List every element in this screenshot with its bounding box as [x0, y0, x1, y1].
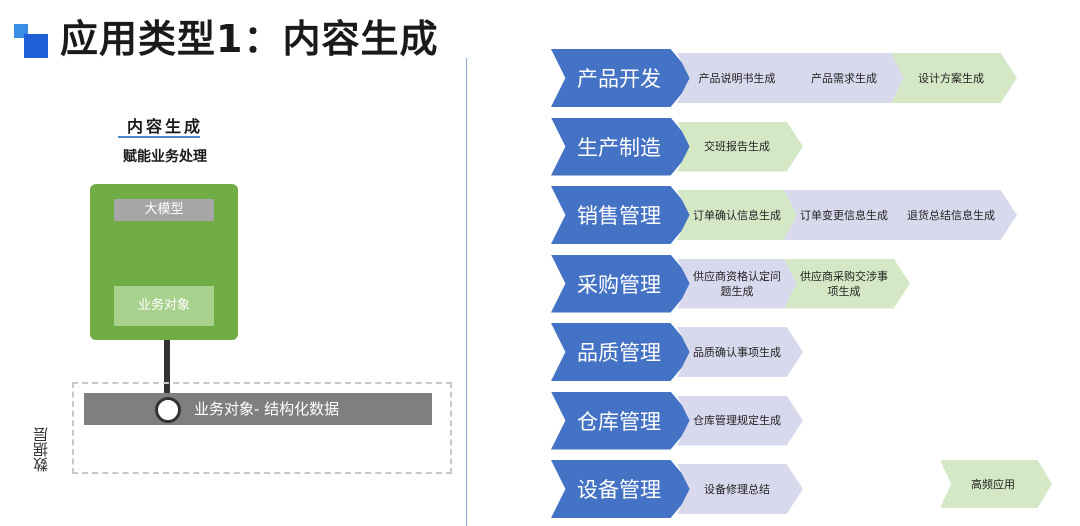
application-item: 产品说明书生成: [677, 53, 803, 103]
data-layer-label: 数据层: [32, 427, 50, 472]
title-icon: [14, 24, 48, 58]
left-subheading: 赋能业务处理: [123, 149, 207, 165]
application-item: 订单变更信息生成: [784, 190, 910, 240]
legend-high-frequency: 高频应用: [940, 460, 1052, 508]
category-1: 产品开发: [551, 49, 695, 107]
connector-node-icon: [155, 397, 181, 423]
application-item: 交班报告生成: [677, 121, 803, 172]
heading-underline: [118, 136, 200, 138]
data-layer-frame: [72, 382, 452, 474]
application-item: 品质确认事项生成: [677, 327, 803, 377]
application-item: 产品需求生成: [784, 53, 910, 103]
page-title: 应用类型1：内容生成: [60, 17, 439, 61]
application-item: 订单确认信息生成: [677, 190, 803, 240]
category-4: 采购管理: [551, 254, 695, 313]
left-heading: 内容生成: [126, 117, 203, 136]
category-5: 品质管理: [551, 323, 695, 381]
structured-data-bar: 业务对象- 结构化数据: [84, 393, 432, 425]
application-item: 退货总结信息生成: [891, 190, 1017, 240]
application-item: 设备修理总结: [677, 464, 803, 514]
category-6: 仓库管理: [551, 391, 695, 450]
application-item: 设计方案生成: [891, 53, 1017, 103]
business-object-label: 业务对象: [114, 286, 214, 326]
application-item: 仓库管理规定生成: [677, 395, 803, 446]
category-7: 设备管理: [551, 460, 695, 518]
model-label: 大模型: [114, 199, 214, 221]
category-2: 生产制造: [551, 117, 695, 176]
application-item: 供应商采购交涉事项生成: [784, 258, 910, 309]
vertical-divider: [466, 58, 467, 526]
connector-line: [164, 340, 170, 404]
application-item: 供应商资格认定问题生成: [677, 258, 803, 309]
category-3: 销售管理: [551, 186, 695, 244]
